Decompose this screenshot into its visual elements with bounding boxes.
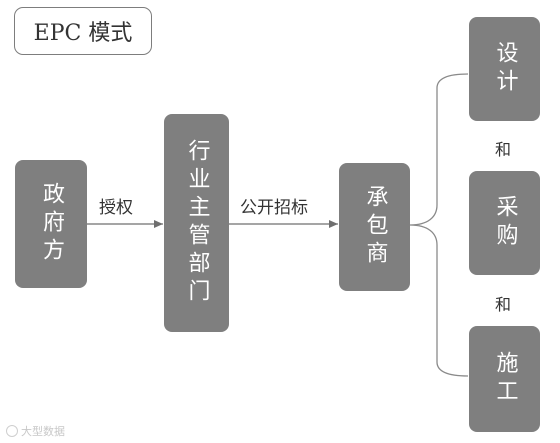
government-label: 政府方 [39, 182, 64, 266]
connector-and-2: 和 [495, 295, 512, 314]
authority-label: 行业主管部门 [184, 139, 210, 307]
node-construction: 施工 [469, 326, 540, 432]
edge-label-authorize: 授权 [99, 198, 133, 218]
node-authority: 行业主管部门 [164, 114, 229, 332]
design-label: 设计 [492, 41, 518, 97]
watermark-text: 大型数据 [21, 425, 65, 438]
edge-label-public-bidding: 公开招标 [240, 198, 308, 218]
node-government: 政府方 [15, 160, 87, 288]
construction-label: 施工 [492, 351, 518, 407]
node-design: 设计 [469, 17, 540, 121]
connector-and-1: 和 [495, 140, 512, 159]
title-text: EPC 模式 [33, 21, 133, 46]
watermark: 大型数据 [6, 423, 65, 439]
watermark-logo-icon [6, 425, 18, 437]
node-procurement: 采购 [469, 171, 540, 275]
contractor-label: 承包商 [362, 185, 388, 269]
diagram-title: EPC 模式 [14, 7, 152, 55]
procurement-label: 采购 [492, 195, 518, 251]
bracket-contractor-to-tasks [409, 73, 469, 377]
node-contractor: 承包商 [339, 163, 410, 291]
